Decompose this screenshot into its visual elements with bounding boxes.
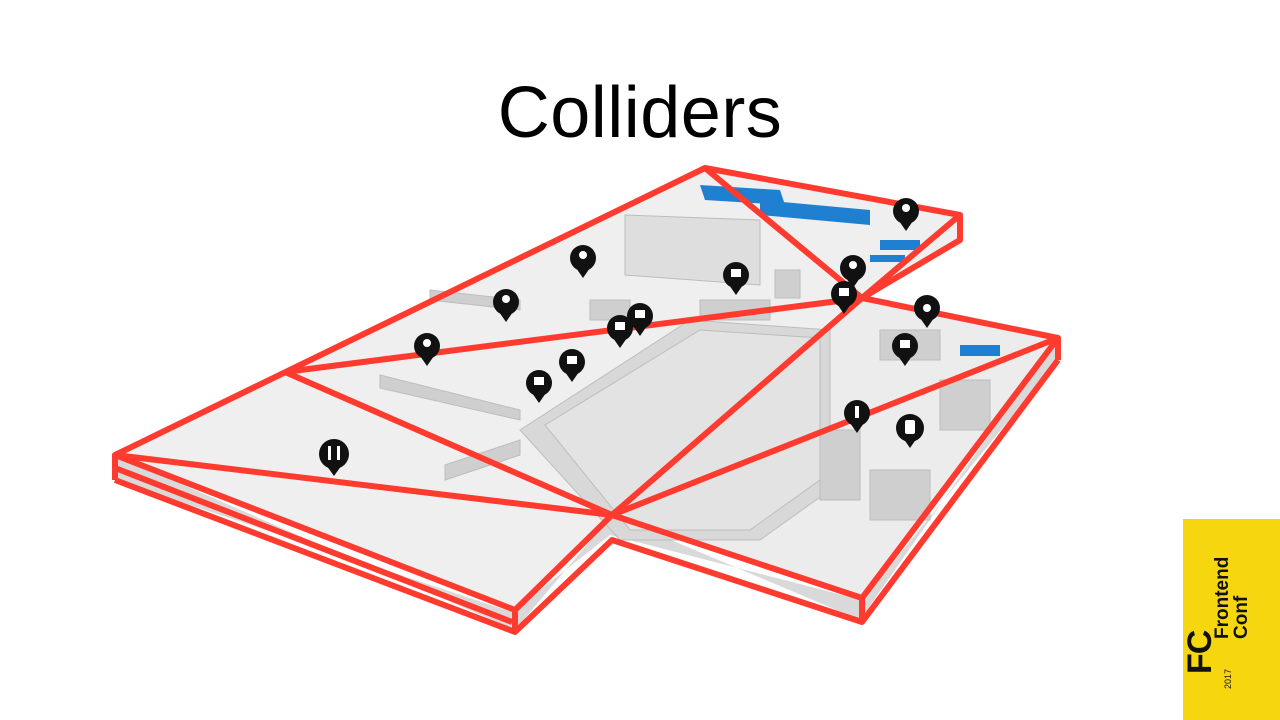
chair-icon <box>526 370 552 403</box>
collider-outlines <box>112 165 1061 635</box>
people-icon <box>493 289 519 322</box>
chair-icon <box>723 262 749 295</box>
badge-year: 2017 <box>1223 668 1233 689</box>
frontend-conf-badge: FC 2017 Frontend Conf <box>1181 519 1280 720</box>
people-icon <box>840 255 866 288</box>
wall-blocks <box>379 214 991 541</box>
badge-line1: Frontend <box>1212 556 1233 639</box>
people-icon <box>414 333 440 366</box>
chair-icon <box>627 303 653 336</box>
chair-icon <box>892 333 918 366</box>
map-pins <box>319 198 940 476</box>
info-icon <box>914 295 940 328</box>
chair-icon <box>831 281 857 314</box>
elevator-icon <box>896 414 924 448</box>
slide-title: Colliders <box>497 73 783 153</box>
toilet-icon <box>844 400 870 433</box>
chair-icon <box>607 315 633 348</box>
people-icon <box>570 245 596 278</box>
chair-icon <box>559 349 585 382</box>
restaurant-icon <box>319 439 349 476</box>
badge-line2: Conf <box>1231 595 1252 639</box>
seating-areas <box>700 185 1000 356</box>
badge-text: Frontend Conf <box>1212 556 1252 639</box>
people-icon <box>893 198 919 231</box>
